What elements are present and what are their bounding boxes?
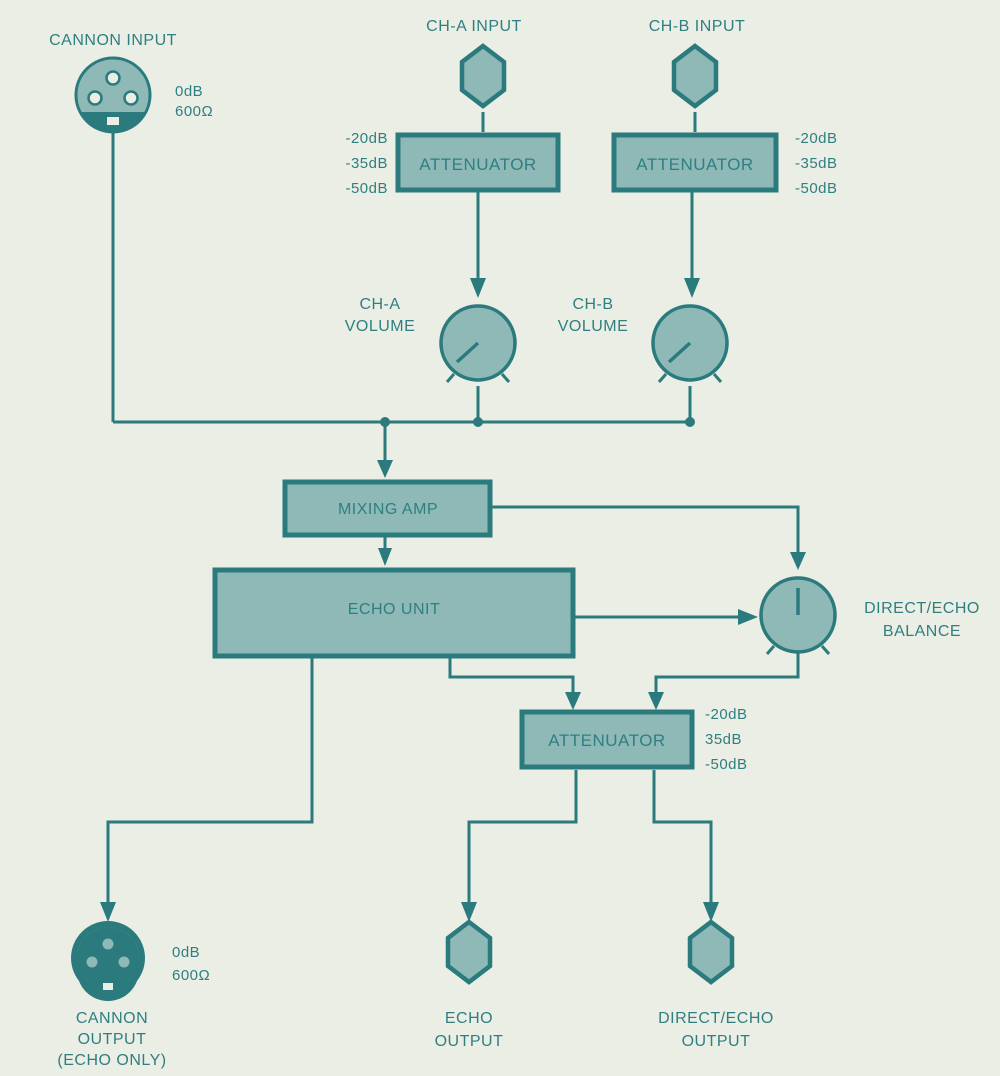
attenuator-output-box: [519, 709, 695, 770]
cannon-output-label: (ECHO ONLY): [57, 1052, 166, 1069]
arrowhead-icon: [461, 902, 477, 922]
attenuator-a-step: -35dB: [345, 155, 388, 172]
wire-echo-unit-to-attenuator: [448, 657, 575, 694]
echo-unit-label: ECHO UNIT: [348, 601, 441, 618]
arrowhead-icon: [703, 902, 719, 922]
signal-wires: [106, 112, 800, 905]
arrowhead-icon: [738, 609, 758, 625]
rotary-knob-icon: [651, 304, 729, 383]
echo-output-label: ECHO: [445, 1010, 493, 1027]
arrowhead-icon: [378, 548, 392, 566]
arrowhead-icon: [648, 692, 664, 710]
junction-dot: [473, 417, 483, 427]
rotary-knob-icon: [439, 304, 517, 383]
attenuator-a-step: -20dB: [345, 130, 388, 147]
attenuator-b-box: [611, 132, 779, 193]
hex-jack-icon: [459, 43, 507, 109]
arrowhead-icon: [684, 278, 700, 298]
xlr-female-connector-icon: [74, 56, 152, 134]
ch-a-volume-label: VOLUME: [345, 318, 416, 335]
attenuator-b-step: -50dB: [795, 180, 838, 197]
cannon-output-label: OUTPUT: [78, 1031, 147, 1048]
wire-attenuator-to-direct-echo-output: [652, 770, 713, 905]
junction-dots: [380, 417, 695, 427]
attenuator-a-step: -50dB: [345, 180, 388, 197]
echo-output-label: OUTPUT: [435, 1033, 504, 1050]
attenuator-output-label: ATTENUATOR: [548, 731, 665, 750]
arrowhead-icon: [790, 552, 806, 570]
arrowhead-icon: [565, 692, 581, 710]
junction-dot: [685, 417, 695, 427]
hex-jack-icon: [687, 919, 735, 985]
ch-a-volume-label: CH-A: [359, 296, 400, 313]
mixing-amp-box: [282, 479, 493, 538]
ch-b-volume-label: CH-B: [572, 296, 613, 313]
direct-echo-output-label: DIRECT/ECHO: [658, 1010, 774, 1027]
cannon-output-impedance: 600Ω: [172, 967, 210, 984]
mixing-amp-label: MIXING AMP: [338, 501, 438, 518]
attenuator-a-box: [395, 132, 561, 193]
attenuator-b-step: -20dB: [795, 130, 838, 147]
direct-echo-output-label: OUTPUT: [682, 1033, 751, 1050]
hex-jack-icon: [671, 43, 719, 109]
echo-unit-box: [212, 567, 576, 659]
arrowheads: [100, 278, 806, 922]
cannon-output-level: 0dB: [172, 944, 200, 961]
cannon-input-impedance: 600Ω: [175, 103, 213, 120]
wire-echo-unit-to-cannon-output: [106, 657, 314, 905]
arrowhead-icon: [100, 902, 116, 922]
cannon-input-label: CANNON INPUT: [49, 32, 177, 49]
wire-mixing-amp-to-balance: [490, 505, 800, 556]
wire-attenuator-to-echo-output: [467, 770, 578, 905]
ch-a-input-label: CH-A INPUT: [426, 18, 522, 35]
cannon-output-label: CANNON: [76, 1010, 148, 1027]
attenuator-b-label: ATTENUATOR: [636, 155, 753, 174]
ch-b-input-label: CH-B INPUT: [649, 18, 746, 35]
attenuator-output-step: -50dB: [705, 756, 748, 773]
attenuator-output-step: -20dB: [705, 706, 748, 723]
arrowhead-icon: [377, 460, 393, 478]
ch-b-volume-label: VOLUME: [558, 318, 629, 335]
rotary-knob-icon: [759, 576, 837, 655]
balance-label: BALANCE: [883, 623, 961, 640]
hex-jack-icon: [445, 919, 493, 985]
attenuator-output-step: 35dB: [705, 731, 742, 748]
balance-label: DIRECT/ECHO: [864, 600, 980, 617]
attenuator-a-label: ATTENUATOR: [419, 155, 536, 174]
xlr-male-connector-icon: [71, 921, 145, 1001]
cannon-input-level: 0dB: [175, 83, 203, 100]
arrowhead-icon: [470, 278, 486, 298]
junction-dot: [380, 417, 390, 427]
attenuator-b-step: -35dB: [795, 155, 838, 172]
wire-balance-to-attenuator: [654, 652, 800, 694]
